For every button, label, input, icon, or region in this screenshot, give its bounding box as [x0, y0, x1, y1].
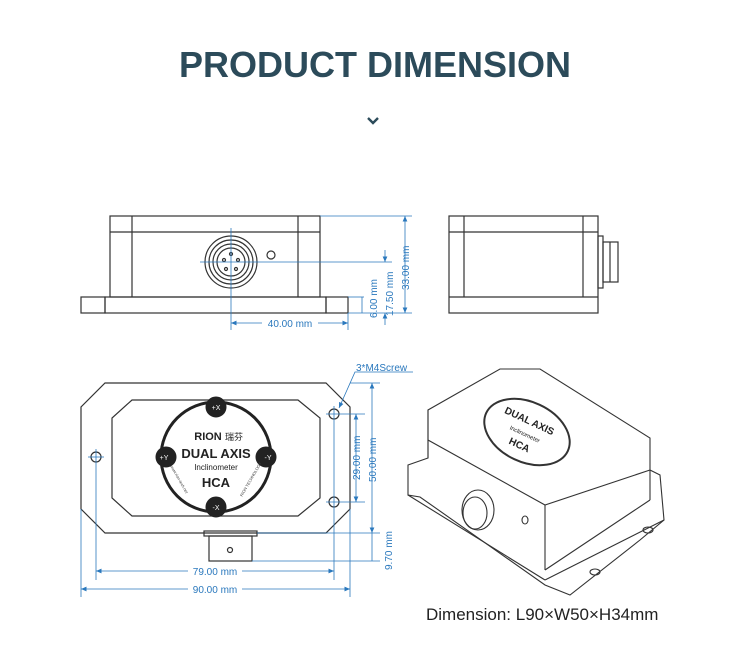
- isometric-view: [407, 368, 665, 596]
- dim-40: 40.00 mm: [268, 319, 312, 330]
- axis-minus-x: -X: [213, 505, 220, 512]
- side-view: [448, 215, 619, 314]
- dim-33: 33.00 mm: [401, 246, 412, 290]
- label-inclinometer: Inclinometer: [194, 463, 238, 472]
- dim-17-5: 17.50 mm: [385, 272, 396, 316]
- brand-logo: RION: [194, 431, 222, 443]
- dimension-caption: Dimension: L90×W50×H34mm: [426, 605, 659, 624]
- front-view: [80, 215, 349, 314]
- label-model: HCA: [202, 475, 231, 490]
- page-title: PRODUCT DIMENSION: [178, 44, 571, 85]
- brand-cn: 瑞芬: [225, 431, 243, 442]
- front-dimensions: [200, 215, 412, 330]
- axis-plus-y: +Y: [160, 455, 169, 462]
- chevron-down-icon[interactable]: [363, 110, 383, 130]
- top-dimensions: [80, 371, 413, 597]
- dim-90: 90.00 mm: [193, 585, 237, 596]
- axis-plus-x: +X: [212, 405, 221, 412]
- screw-label: 3*M4Screw: [356, 363, 408, 374]
- top-label: [155, 396, 277, 518]
- dim-6: 6.00 mm: [369, 279, 380, 318]
- dim-50: 50.00 mm: [368, 438, 379, 482]
- dim-79: 79.00 mm: [193, 567, 237, 578]
- label-dual-axis: DUAL AXIS: [181, 446, 251, 461]
- dim-29: 29.00 mm: [352, 436, 363, 480]
- axis-minus-y: -Y: [265, 455, 272, 462]
- dim-9-7: 9.70 mm: [384, 531, 395, 570]
